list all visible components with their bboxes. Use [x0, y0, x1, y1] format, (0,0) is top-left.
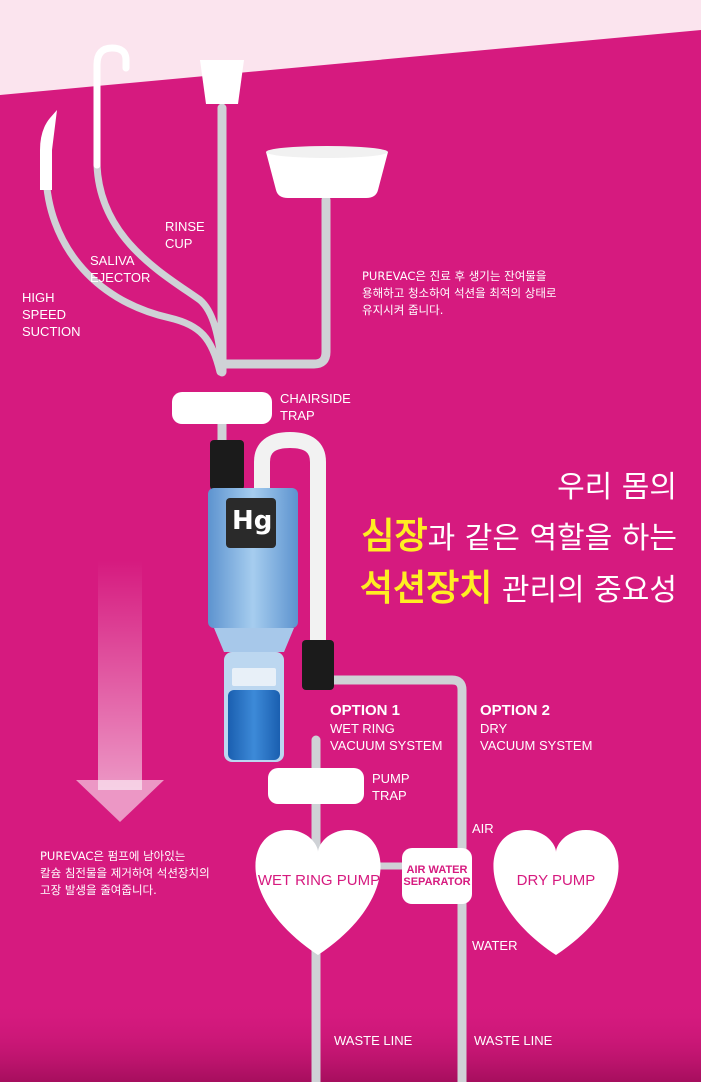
dry-pump-label: DRY PUMP — [516, 872, 596, 889]
chairside-trap-icon — [172, 392, 272, 424]
rinse-cup-icon — [200, 60, 244, 104]
pump-trap-label: PUMP TRAP — [372, 771, 410, 803]
down-arrow-icon — [76, 560, 164, 822]
option-1-title: OPTION 1 — [330, 702, 401, 719]
waste-line-2-label: WASTE LINE — [474, 1033, 553, 1048]
suction-handpiece-icon — [40, 110, 57, 190]
option-1-subtitle: WET RING VACUUM SYSTEM — [330, 721, 443, 753]
headline-line-3-rest: 관리의 중요성 — [492, 573, 677, 608]
wet-ring-pump-label: WET RING PUMP — [257, 872, 381, 889]
dry-pump-heart-icon — [493, 830, 619, 955]
chairside-trap-label: CHAIRSIDE TRAP — [280, 391, 351, 423]
device-logo: Hg — [232, 506, 273, 536]
top-note-line-2: 용해하고 청소하여 석션을 최적의 상태로 — [362, 286, 557, 300]
air-water-separator-label: AIR WATER SEPARATOR — [403, 864, 471, 888]
air-label: AIR — [472, 821, 494, 836]
headline-line-2-rest: 과 같은 역할을 하는 — [427, 521, 677, 556]
water-label: WATER — [472, 938, 518, 953]
wet-ring-pump-heart-icon — [255, 830, 381, 955]
bottom-note-line-3: 고장 발생을 줄여줍니다. — [40, 883, 157, 897]
bottom-note-line-2: 칼슘 침전물을 제거하여 석션장치의 — [40, 866, 210, 880]
headline-line-2: 심장과 같은 역할을 하는 — [361, 507, 677, 559]
pump-trap-icon — [268, 768, 364, 804]
air-water-separator-icon — [402, 848, 472, 904]
saliva-ejector-label: SALIVA EJECTOR — [90, 253, 151, 285]
waste-line-1-label: WASTE LINE — [334, 1033, 413, 1048]
headline-accent-heart: 심장 — [361, 516, 428, 557]
top-background-wedge — [0, 0, 701, 95]
bottom-shade — [0, 1000, 701, 1082]
rinse-cup-label: RINSE CUP — [165, 219, 205, 251]
option-2-title: OPTION 2 — [480, 702, 551, 719]
cuspidor-icon — [266, 146, 388, 198]
top-note-line-1: PUREVAC은 진료 후 생기는 잔여물을 — [362, 269, 547, 283]
headline-line-3: 석션장치 관리의 중요성 — [360, 559, 677, 611]
top-note: PUREVAC은 진료 후 생기는 잔여물을 용해하고 청소하여 석션을 최적의… — [362, 268, 556, 319]
high-speed-suction-label: HIGH SPEED SUCTION — [22, 290, 81, 339]
bottom-note: PUREVAC은 펌프에 남아있는 칼슘 침전물을 제거하여 석션장치의 고장 … — [40, 848, 210, 899]
headline-line-1: 우리 몸의 — [557, 470, 677, 505]
saliva-ejector-icon — [93, 44, 130, 169]
headline-accent-suction: 석션장치 — [359, 568, 493, 609]
bottom-note-line-1: PUREVAC은 펌프에 남아있는 — [40, 849, 186, 863]
top-note-line-3: 유지시켜 줍니다. — [362, 303, 444, 317]
purevac-device-icon — [208, 431, 334, 762]
option-2-subtitle: DRY VACUUM SYSTEM — [480, 721, 593, 753]
